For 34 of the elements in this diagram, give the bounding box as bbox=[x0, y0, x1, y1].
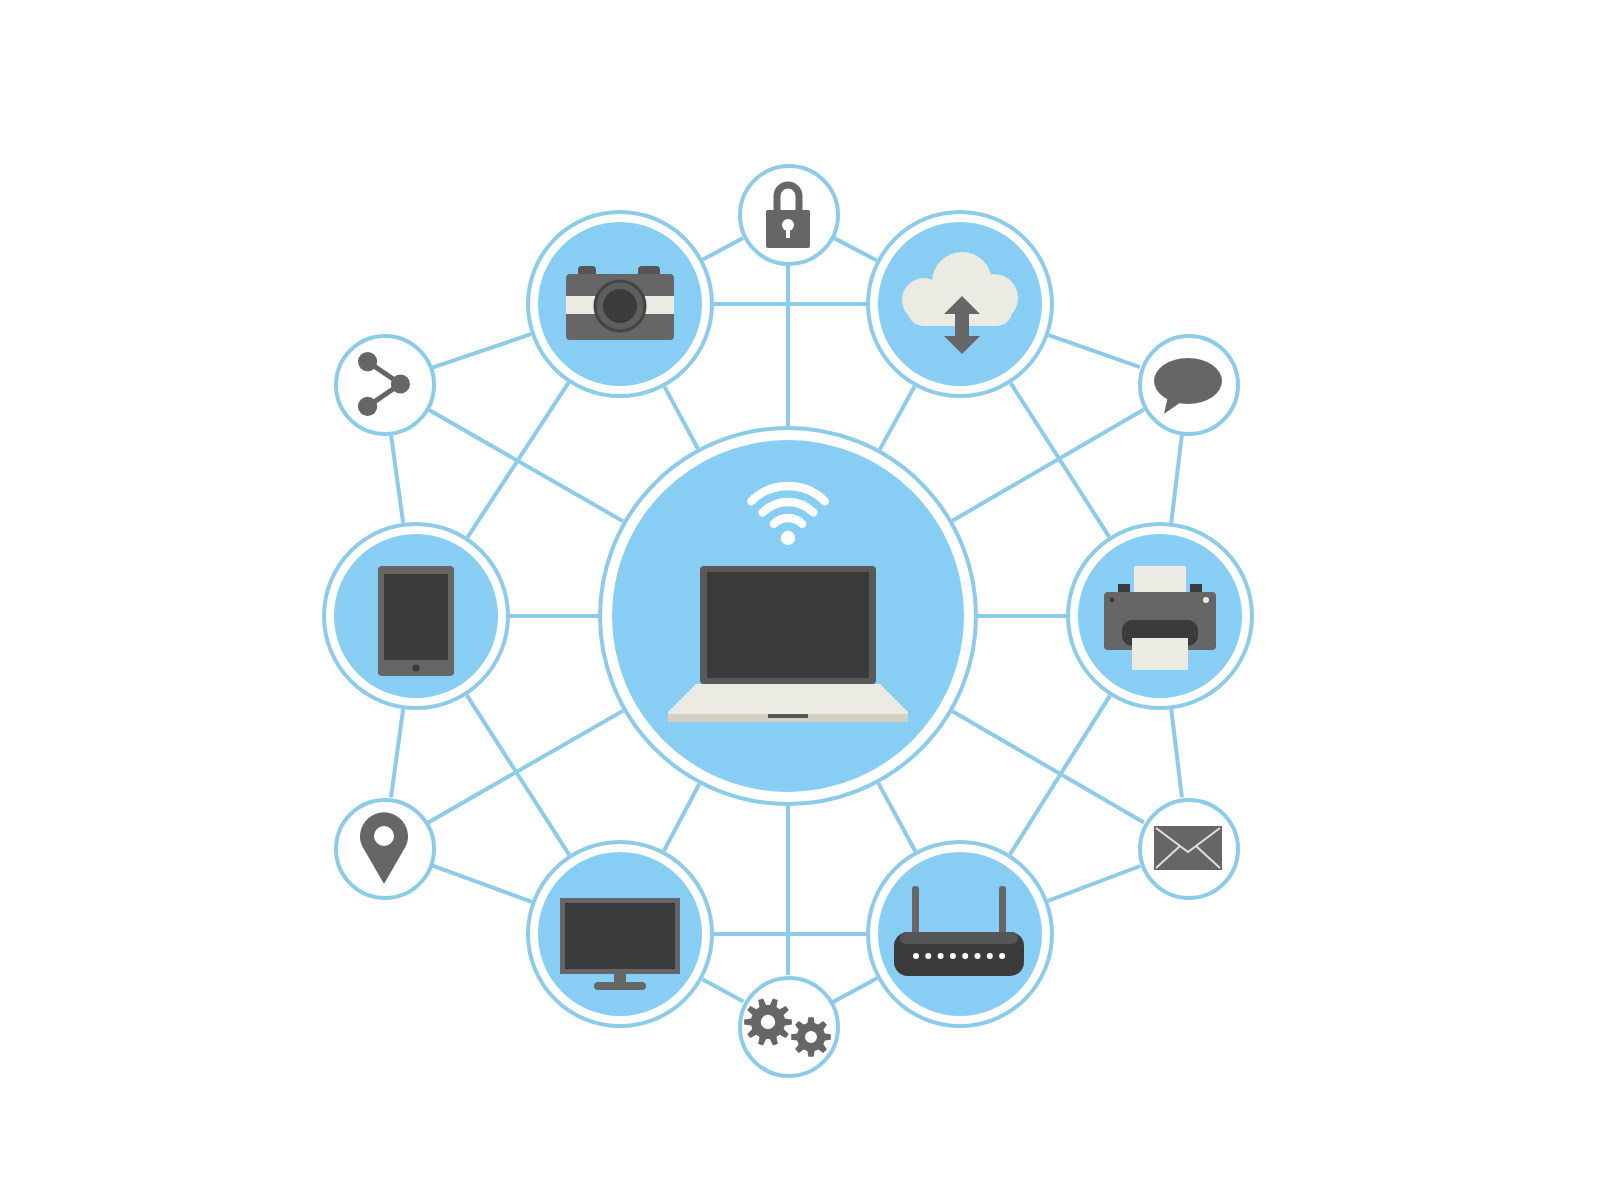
connector-line bbox=[714, 302, 866, 306]
connector-line bbox=[1169, 709, 1184, 798]
connector-line bbox=[701, 977, 745, 1004]
connector-line bbox=[431, 863, 533, 904]
connector-line bbox=[978, 614, 1066, 618]
connector-line bbox=[786, 806, 790, 975]
connector-line bbox=[832, 235, 878, 263]
connector-line bbox=[662, 385, 700, 450]
connector-line bbox=[662, 783, 701, 852]
network-node bbox=[737, 163, 839, 265]
connector-line bbox=[1009, 382, 1111, 538]
connector-line bbox=[951, 407, 1145, 523]
connector-line bbox=[786, 265, 790, 426]
connector-line bbox=[1047, 864, 1141, 903]
connector-line bbox=[1048, 333, 1141, 369]
connector-line bbox=[1169, 434, 1184, 523]
network-node bbox=[1137, 333, 1239, 435]
connector-line bbox=[389, 434, 406, 524]
network-node bbox=[737, 975, 839, 1077]
connector-line bbox=[465, 381, 571, 539]
connector-line bbox=[427, 407, 625, 524]
connector-line bbox=[1008, 694, 1112, 856]
connector-line bbox=[877, 385, 917, 451]
connector-line bbox=[832, 976, 879, 1004]
connector-line bbox=[714, 932, 866, 936]
connector-line bbox=[431, 332, 532, 370]
network-node bbox=[1137, 797, 1239, 899]
connector-line bbox=[389, 708, 406, 798]
connector-line bbox=[465, 694, 571, 856]
connector-line bbox=[701, 236, 744, 262]
connector-line bbox=[427, 708, 625, 825]
connector-line bbox=[876, 782, 918, 853]
connector-line bbox=[951, 709, 1145, 825]
connector-line bbox=[510, 614, 598, 618]
